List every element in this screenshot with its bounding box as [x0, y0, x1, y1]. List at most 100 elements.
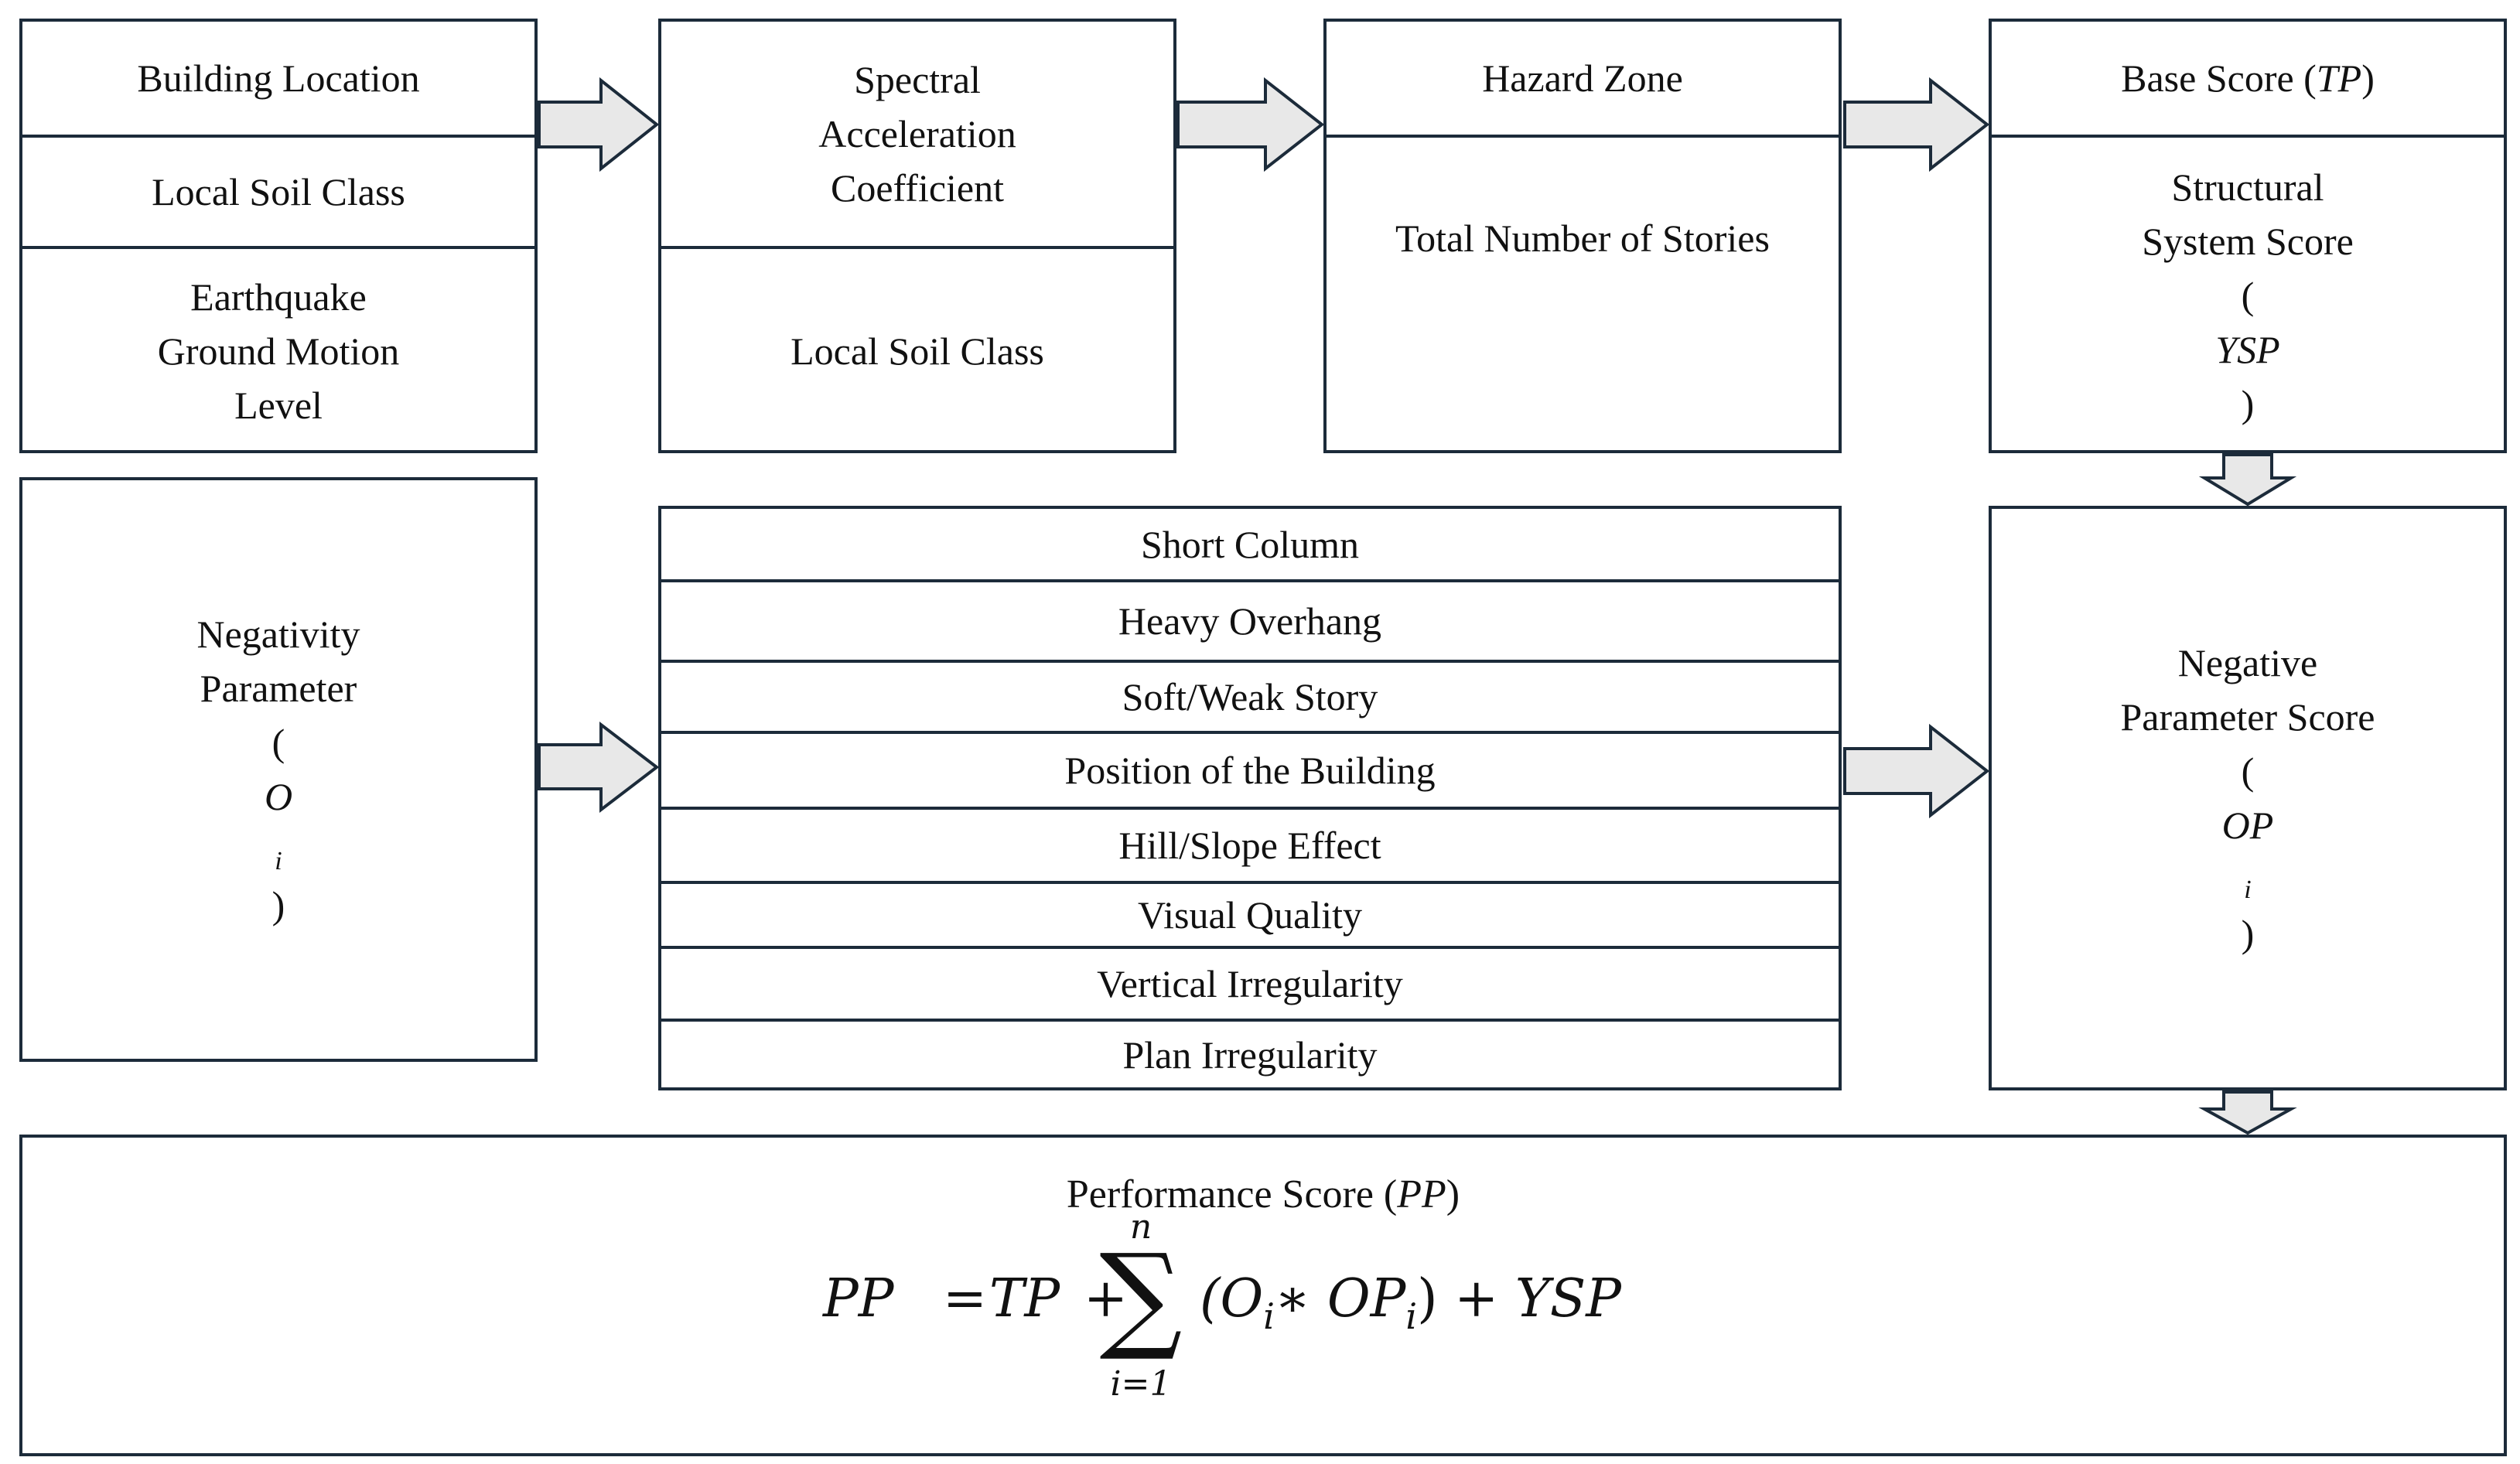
- text-line: Ground Motion: [157, 329, 400, 373]
- eq-sigma: ∑: [1099, 1230, 1182, 1364]
- title-part: ): [1446, 1172, 1460, 1217]
- eq-term-op: ∗ OP: [1275, 1268, 1407, 1329]
- text-line: Coefficient: [831, 166, 1004, 210]
- cell-hazard-zone: Hazard Zone: [1327, 22, 1839, 135]
- right-arrow-2: [1176, 77, 1325, 172]
- text-total-stories: Total Number of Stories: [1395, 217, 1770, 260]
- text-line: Parameter Score: [2120, 695, 2375, 739]
- divider: [661, 246, 1173, 249]
- param-label: Short Column: [1141, 522, 1359, 566]
- param-label: Hill/Slope Effect: [1118, 824, 1381, 867]
- text-local-soil-class: Local Soil Class: [152, 170, 405, 213]
- text-line: Parameter: [200, 667, 357, 710]
- cell-local-soil-class-2: Local Soil Class: [661, 249, 1173, 453]
- box-parameter-list: Short Column Heavy Overhang Soft/Weak St…: [658, 506, 1842, 1090]
- divider: [22, 135, 534, 138]
- param-row: Plan Irregularity: [661, 1022, 1839, 1087]
- eq-term-sub-i: i: [1263, 1295, 1275, 1337]
- eq-sum-term: (Oi∗ OPi) + YSP: [1200, 1268, 1622, 1337]
- text-part: (: [2241, 274, 2255, 317]
- box-base-score: Base Score (TP) Structural System Score …: [1989, 19, 2507, 453]
- title-part: Performance Score (: [1067, 1172, 1397, 1217]
- param-row: Hill/Slope Effect: [661, 810, 1839, 881]
- eq-term-close: ): [1417, 1268, 1438, 1329]
- cell-structural-system-score: Structural System Score (YSP): [1992, 138, 2504, 453]
- param-row: Position of the Building: [661, 734, 1839, 807]
- divider: [661, 731, 1839, 734]
- eq-tp: TP: [989, 1268, 1060, 1329]
- eq-term-o: (O: [1200, 1268, 1263, 1329]
- cell-total-stories: Total Number of Stories: [1327, 138, 1839, 339]
- param-row: Short Column: [661, 509, 1839, 579]
- text-line: Negative: [2177, 641, 2318, 684]
- box-hazard-zone: Hazard Zone Total Number of Stories: [1323, 19, 1842, 453]
- subscript: i: [275, 847, 282, 875]
- text-line: Level: [234, 384, 323, 427]
- cell-spectral-acceleration: Spectral Acceleration Coefficient: [661, 22, 1173, 246]
- text-local-soil-class-2: Local Soil Class: [790, 329, 1044, 373]
- text-part: (: [2241, 749, 2255, 793]
- text-part: ): [271, 883, 285, 927]
- text-line: System Score: [2142, 220, 2354, 263]
- divider: [661, 946, 1839, 949]
- text-part: Base Score (: [2121, 56, 2317, 100]
- cell-base-score: Base Score (TP): [1992, 22, 2504, 135]
- var-tp: TP: [2316, 56, 2362, 100]
- divider: [661, 807, 1839, 810]
- eq-upper-limit: n: [1130, 1207, 1152, 1247]
- text-line: Earthquake: [190, 275, 367, 319]
- eq-lhs: PP: [821, 1268, 895, 1329]
- param-row: Vertical Irregularity: [661, 949, 1839, 1019]
- right-arrow-3: [1843, 77, 1990, 172]
- divider: [22, 246, 534, 249]
- param-row: Heavy Overhang: [661, 582, 1839, 660]
- text-building-location: Building Location: [137, 56, 420, 100]
- param-label: Heavy Overhang: [1118, 599, 1382, 643]
- right-arrow-1: [538, 77, 660, 172]
- text-part: ): [2241, 382, 2255, 425]
- var-op: OP: [2221, 804, 2274, 847]
- right-arrow-5: [1843, 723, 1990, 819]
- text-line-ysp: ( YSP): [2215, 268, 2279, 431]
- divider: [1327, 135, 1839, 138]
- performance-title: Performance Score (PP): [1067, 1172, 1460, 1217]
- param-label: Visual Quality: [1137, 893, 1362, 937]
- eq-term-sub-i: i: [1405, 1295, 1417, 1337]
- param-label: Position of the Building: [1064, 749, 1436, 792]
- text-hazard-zone: Hazard Zone: [1482, 56, 1683, 100]
- var-ysp: YSP: [2215, 328, 2280, 371]
- down-arrow-2: [2198, 1090, 2297, 1135]
- performance-equation: Performance Score (PP) PP = TP + n ∑ i=1…: [821, 1172, 1622, 1404]
- eq-lower-limit: i=1: [1111, 1364, 1172, 1404]
- subscript: i: [2244, 875, 2252, 904]
- title-var: PP: [1396, 1172, 1446, 1217]
- down-arrow-1: [2198, 453, 2297, 507]
- param-row: Visual Quality: [661, 884, 1839, 946]
- eq-plus-2: +: [1438, 1268, 1515, 1329]
- text-base-score: Base Score (TP): [2121, 51, 2375, 105]
- param-label: Vertical Irregularity: [1097, 962, 1403, 1005]
- text-line: Negativity: [196, 613, 360, 656]
- eq-plus-1: +: [1084, 1268, 1128, 1329]
- text-part: ): [2361, 56, 2375, 100]
- right-arrow-4: [538, 721, 660, 814]
- divider: [661, 660, 1839, 663]
- param-row: Soft/Weak Story: [661, 663, 1839, 731]
- param-label: Plan Irregularity: [1122, 1032, 1378, 1077]
- text-part: (: [271, 721, 285, 764]
- divider: [661, 1019, 1839, 1022]
- eq-equals: =: [943, 1268, 987, 1329]
- cell-local-soil-class: Local Soil Class: [22, 138, 534, 246]
- divider: [661, 881, 1839, 884]
- var-o: O: [264, 775, 293, 818]
- cell-ground-motion-level: Earthquake Ground Motion Level: [22, 249, 534, 453]
- divider: [661, 579, 1839, 582]
- param-label: Soft/Weak Story: [1122, 675, 1378, 718]
- divider: [1992, 135, 2504, 138]
